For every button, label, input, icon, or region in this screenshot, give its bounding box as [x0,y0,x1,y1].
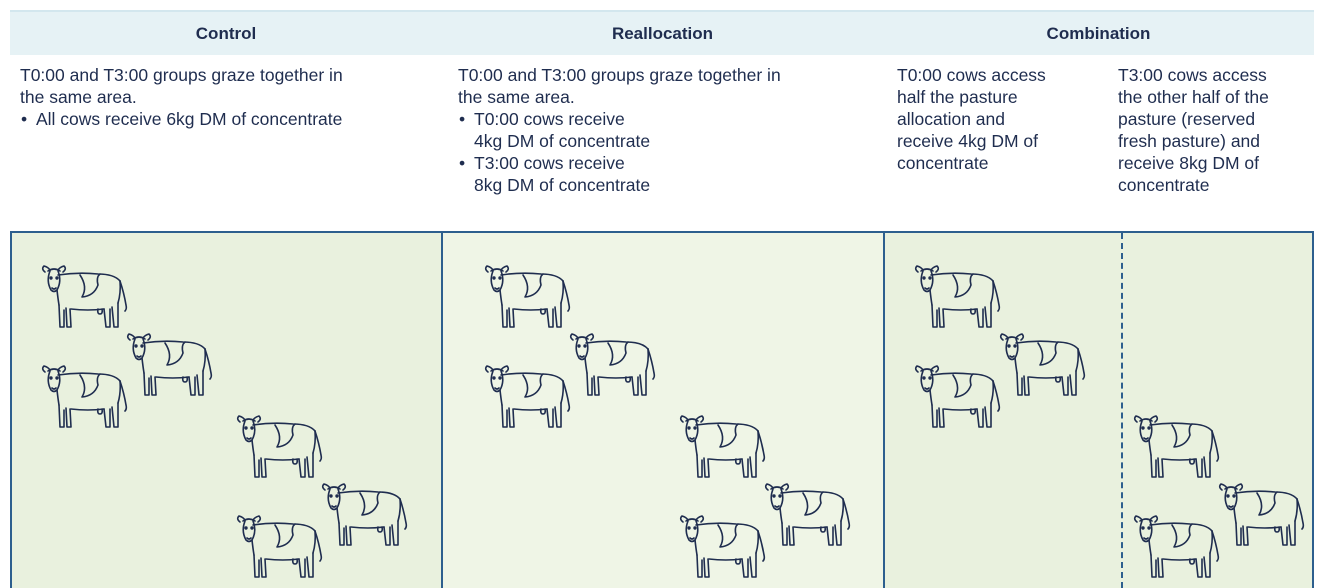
control-bullet: All cows receive 6kg DM of concentrate [20,108,430,130]
control-text-line: the same area. [20,87,137,107]
column-header-combination: Combination [1046,24,1151,43]
cow-icon [763,481,855,551]
cow-icon [678,513,770,583]
pasture-divider-dashed [1121,233,1123,588]
reallocation-pasture [443,233,885,588]
table-header: Control Reallocation Combination [10,10,1314,55]
combination-left-line: allocation and [897,109,1005,129]
cow-icon [998,331,1090,401]
cow-icon [483,363,575,433]
cow-icon [235,413,327,483]
reallocation-bullet-continuation: 8kg DM of concentrate [474,175,651,195]
combination-left-line: T0:00 cows access [897,65,1046,85]
cow-icon [913,263,1005,333]
cow-icon [568,331,660,401]
reallocation-description: T0:00 and T3:00 groups graze together in… [458,64,878,196]
cow-icon [483,263,575,333]
combination-left-description: T0:00 cows access half the pasture alloc… [897,64,1107,174]
combination-left-line: concentrate [897,153,989,173]
reallocation-bullet: T3:00 cows receive [458,152,878,174]
reallocation-text-line: T0:00 and T3:00 groups graze together in [458,65,781,85]
pasture-panels [10,231,1314,588]
reallocation-bullet: T0:00 cows receive [458,108,878,130]
cow-icon [320,481,412,551]
column-header-reallocation: Reallocation [611,24,714,43]
combination-left-line: receive 4kg DM of [897,131,1039,151]
cow-icon [125,331,217,401]
combination-right-description: T3:00 cows access the other half of the … [1118,64,1318,196]
combination-right-line: the other half of the [1118,87,1269,107]
cow-icon [1217,481,1309,551]
combination-left-line: half the pasture [897,87,1018,107]
cow-icon [1132,513,1224,583]
combination-right-line: fresh pasture) and [1118,131,1261,151]
cow-icon [913,363,1005,433]
cow-icon [40,363,132,433]
combination-right-line: pasture (reserved [1118,109,1256,129]
combination-right-line: receive 8kg DM of [1118,153,1260,173]
reallocation-text-line: the same area. [458,87,575,107]
cow-icon [678,413,770,483]
cow-icon [235,513,327,583]
reallocation-bullet-continuation: 4kg DM of concentrate [474,131,651,151]
column-header-control: Control [195,24,257,43]
control-text-line: T0:00 and T3:00 groups graze together in [20,65,343,85]
cow-icon [40,263,132,333]
combination-right-line: T3:00 cows access [1118,65,1267,85]
control-description: T0:00 and T3:00 groups graze together in… [20,64,430,130]
cow-icon [1132,413,1224,483]
combination-right-line: concentrate [1118,175,1210,195]
